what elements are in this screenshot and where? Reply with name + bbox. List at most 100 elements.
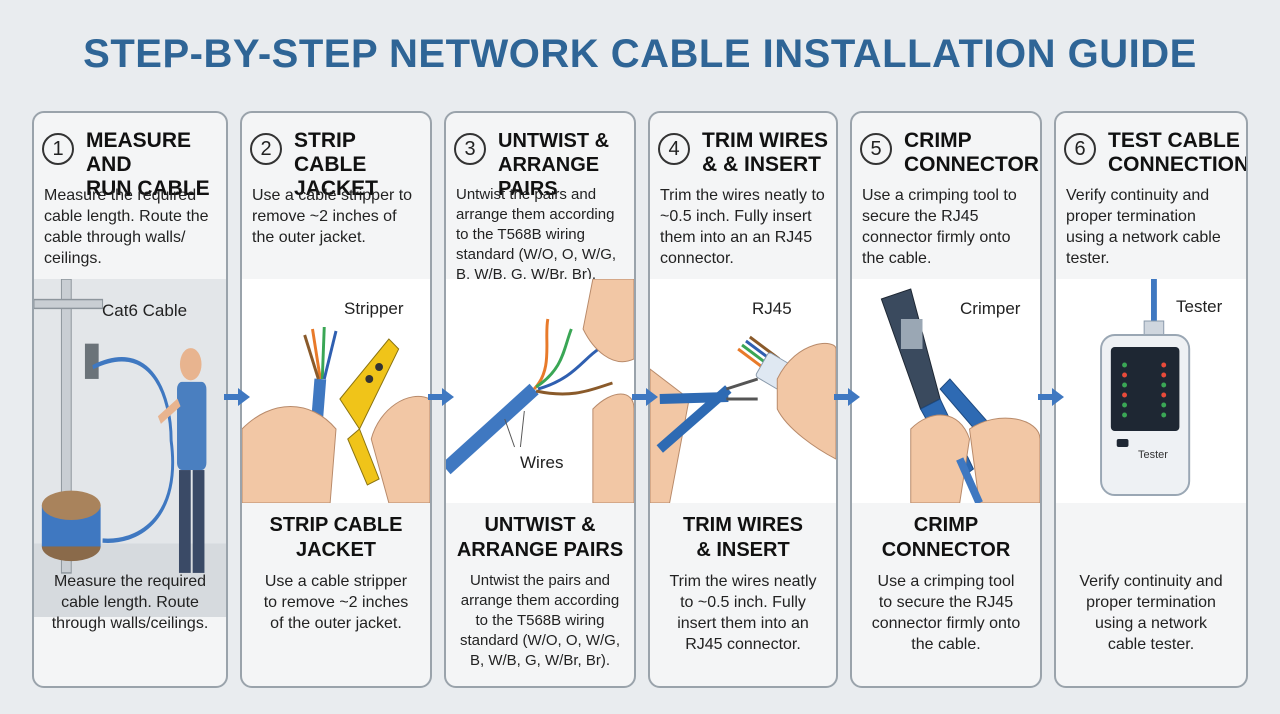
bottom-desc-line: using a network — [1094, 615, 1208, 632]
step-title-line1: TEST CABLE — [1108, 129, 1240, 152]
step-number-badge: 6 — [1064, 133, 1096, 165]
step-title-line1: CRIMP — [904, 129, 972, 152]
step-description: Untwist the pairs and arrange them accor… — [456, 186, 617, 283]
cat6-cable-label: Cat6 Cable — [102, 301, 188, 320]
step-bottom-description: Use a cable stripper to remove ~2 inches… — [248, 571, 424, 634]
crimper-label: Crimper — [960, 299, 1021, 318]
step-title-line1: STRIP CABLE — [294, 129, 367, 176]
bottom-desc-line: Use a cable stripper — [264, 573, 408, 590]
arrow-right-icon — [224, 388, 250, 406]
rj45-insert-illustration — [650, 335, 836, 503]
bottom-desc-line: standard (W/O, O, W/G, — [459, 632, 621, 649]
crimper-illustration — [880, 288, 1040, 503]
step-description: Use a crimping tool to secure the RJ45 c… — [862, 187, 1017, 267]
cable-run-illustration — [34, 279, 226, 617]
step-description: Use a cable stripper to remove ~2 inches… — [252, 187, 413, 246]
arrow-right-icon — [834, 388, 860, 406]
stripper-illustration — [242, 326, 430, 503]
bottom-title-line: STRIP CABLE — [269, 514, 403, 536]
step-bottom-description: Untwist the pairs and arrange them accor… — [452, 571, 628, 671]
bottom-desc-line: proper termination — [1086, 594, 1216, 611]
illustration-test: Tester Tester — [1056, 279, 1246, 503]
bottom-title-line: UNTWIST & — [484, 514, 596, 536]
bottom-desc-line: RJ45 connector. — [685, 636, 801, 653]
step-bottom-description: Use a crimping tool to secure the RJ45 c… — [858, 571, 1034, 655]
step-title: MEASURE AND RUN CABLE — [86, 129, 222, 201]
bottom-desc-line: Verify continuity and — [1079, 573, 1223, 590]
bottom-title-line: CONNECTOR — [881, 539, 1011, 561]
bottom-desc-line: Trim the wires neatly — [669, 573, 817, 590]
step-title-line2: CONNECTOR — [904, 153, 1039, 176]
step-title-line1: TRIM WIRES — [702, 129, 828, 152]
step-header: 4 TRIM WIRES & & INSERT — [658, 129, 832, 185]
bottom-desc-line: arrange them according — [460, 592, 620, 609]
step-title: STRIP CABLE JACKET — [294, 129, 426, 201]
arrow-right-icon — [428, 388, 454, 406]
step-header: 6 TEST CABLE CONNECTION — [1064, 129, 1248, 185]
bottom-desc-line: B, W/B, G, W/Br, Br). — [469, 652, 610, 669]
stripper-label: Stripper — [344, 299, 404, 318]
step-bottom-title: CRIMP CONNECTOR — [852, 513, 1040, 563]
bottom-desc-line: Untwist the pairs and — [469, 572, 611, 589]
illustration-trim-insert: RJ45 — [650, 279, 836, 503]
bottom-desc-line: cable tester. — [1107, 636, 1195, 653]
step-header: 5 CRIMP CONNECTOR — [860, 129, 1039, 185]
page-title: STEP-BY-STEP NETWORK CABLE INSTALLATION … — [83, 32, 1197, 76]
arrow-right-icon — [632, 388, 658, 406]
step-panel-2: 2 STRIP CABLE JACKET Use a cable strippe… — [240, 111, 432, 688]
step-number-badge: 4 — [658, 133, 690, 165]
bottom-desc-line: to ~0.5 inch. Fully — [680, 594, 806, 611]
step-number-badge: 1 — [42, 133, 74, 165]
step-title-line2: & & INSERT — [702, 153, 822, 176]
wire-pairs-illustration — [446, 279, 634, 503]
step-title: UNTWIST & ARRANGE PAIRS — [498, 129, 630, 201]
step-panel-4: 4 TRIM WIRES & & INSERT Trim the wires n… — [648, 111, 838, 688]
bottom-title-line: TRIM WIRES — [683, 514, 803, 536]
tester-illustration — [1100, 279, 1191, 496]
bottom-desc-line: to remove ~2 inches — [263, 594, 409, 611]
rj45-label: RJ45 — [752, 299, 792, 318]
step-bottom-title: STRIP CABLE JACKET — [242, 513, 430, 563]
step-panel-5: 5 CRIMP CONNECTOR Use a crimping tool to… — [850, 111, 1042, 688]
step-title: TEST CABLE CONNECTION — [1108, 129, 1248, 177]
illustration-crimp: Crimper — [852, 279, 1040, 503]
bottom-title-line: JACKET — [295, 539, 376, 561]
step-title-line2: JACKET — [294, 177, 379, 200]
step-number-badge: 3 — [454, 133, 486, 165]
step-bottom-description: Measure the required cable length. Route… — [40, 571, 220, 634]
tester-label: Tester — [1176, 297, 1223, 316]
illustration-untwist-pairs: Wires — [446, 279, 634, 503]
step-title-line2: CONNECTION — [1108, 153, 1248, 176]
step-panel-1: 1 MEASURE AND RUN CABLE Measure the requ… — [32, 111, 228, 688]
step-header: 3 UNTWIST & ARRANGE PAIRS — [454, 129, 630, 200]
illustration-strip-jacket: Stripper — [242, 279, 430, 503]
bottom-desc-line: insert them into an — [677, 615, 809, 632]
bottom-desc-line: to the T568B wiring — [475, 612, 605, 629]
bottom-title-line: ARRANGE PAIRS — [456, 539, 624, 561]
step-title-line2: RUN CABLE — [86, 177, 210, 200]
step-number-badge: 5 — [860, 133, 892, 165]
tester-device-label: Tester — [1138, 449, 1168, 461]
step-description: Measure the required cable length. Route… — [44, 187, 209, 267]
step-title: CRIMP CONNECTOR — [904, 129, 1039, 177]
bottom-title-line: CRIMP — [913, 514, 979, 536]
step-header: 2 STRIP CABLE JACKET — [250, 129, 426, 200]
bottom-title-line: & INSERT — [696, 539, 790, 561]
step-panel-6: 6 TEST CABLE CONNECTION Verify continuit… — [1054, 111, 1248, 688]
step-bottom-description: Trim the wires neatly to ~0.5 inch. Full… — [656, 571, 830, 655]
bottom-desc-line: Use a crimping tool — [877, 573, 1015, 590]
illustration-measure-run: Cat6 Cable — [34, 279, 226, 617]
step-title-line2: ARRANGE PAIRS — [498, 154, 600, 200]
step-bottom-description: Verify continuity and proper termination… — [1062, 571, 1240, 655]
bottom-desc-line: of the outer jacket. — [270, 615, 402, 632]
step-panel-3: 3 UNTWIST & ARRANGE PAIRS Untwist the pa… — [444, 111, 636, 688]
bottom-desc-line: the cable. — [911, 636, 981, 653]
step-description: Verify continuity and proper termination… — [1066, 187, 1221, 267]
bottom-desc-line: cable length. Route — [61, 594, 199, 611]
step-number-badge: 2 — [250, 133, 282, 165]
arrow-right-icon — [1038, 388, 1064, 406]
step-bottom-title: UNTWIST & ARRANGE PAIRS — [446, 513, 634, 563]
bottom-desc-line: Measure the required — [53, 573, 207, 590]
step-header: 1 MEASURE AND RUN CABLE — [42, 129, 222, 200]
step-title-line1: UNTWIST & — [498, 130, 610, 152]
